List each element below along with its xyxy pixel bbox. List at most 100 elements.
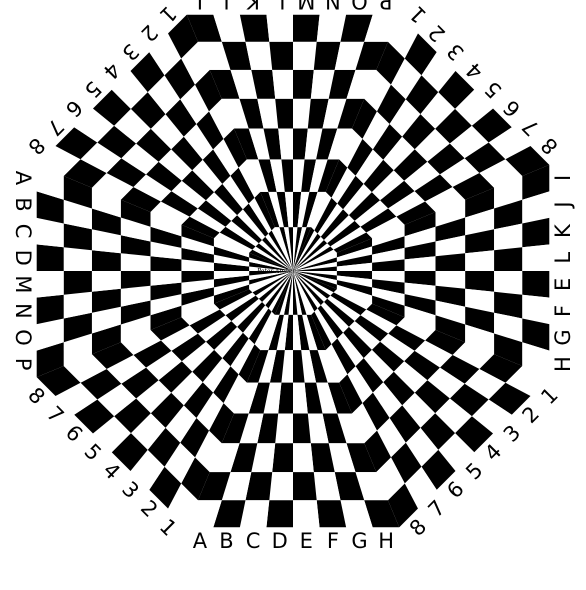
board-square[interactable] xyxy=(249,257,293,271)
board-square[interactable] xyxy=(372,124,403,160)
board-square[interactable] xyxy=(150,317,190,341)
board-square[interactable] xyxy=(181,170,215,201)
board-square[interactable] xyxy=(320,302,349,333)
board-square[interactable] xyxy=(55,127,98,160)
board-square[interactable] xyxy=(317,305,344,339)
board-square[interactable] xyxy=(202,149,231,184)
board-square[interactable] xyxy=(254,311,275,351)
board-square[interactable] xyxy=(336,246,373,262)
board-square[interactable] xyxy=(249,249,293,271)
board-square[interactable] xyxy=(355,358,384,393)
board-square[interactable] xyxy=(324,298,355,327)
board-square[interactable] xyxy=(372,236,405,255)
board-square[interactable] xyxy=(120,271,151,289)
board-square[interactable] xyxy=(388,483,419,528)
board-square[interactable] xyxy=(249,271,293,285)
board-square[interactable] xyxy=(297,191,310,228)
board-square[interactable] xyxy=(310,443,335,473)
board-square[interactable] xyxy=(149,33,182,76)
board-square[interactable] xyxy=(311,191,332,231)
board-square[interactable] xyxy=(181,271,214,283)
board-square[interactable] xyxy=(334,472,365,501)
board-square[interactable] xyxy=(230,338,255,375)
board-square[interactable] xyxy=(314,308,338,345)
board-square[interactable] xyxy=(136,128,172,162)
board-square[interactable] xyxy=(120,217,151,242)
board-square[interactable] xyxy=(293,98,311,129)
board-square[interactable] xyxy=(225,220,259,247)
board-square[interactable] xyxy=(293,271,337,276)
board-square[interactable] xyxy=(133,174,172,202)
board-square[interactable] xyxy=(293,233,321,271)
board-square[interactable] xyxy=(150,114,184,150)
board-square[interactable] xyxy=(150,294,182,316)
board-square[interactable] xyxy=(404,241,436,260)
board-square[interactable] xyxy=(404,466,437,509)
board-square[interactable] xyxy=(522,191,550,224)
board-square[interactable] xyxy=(494,312,523,343)
board-square[interactable] xyxy=(372,295,405,318)
board-square[interactable] xyxy=(181,457,210,501)
board-square[interactable] xyxy=(293,240,328,271)
board-square[interactable] xyxy=(219,292,256,316)
board-square[interactable] xyxy=(230,167,255,204)
board-square[interactable] xyxy=(404,294,436,316)
board-square[interactable] xyxy=(355,149,384,184)
board-square[interactable] xyxy=(221,41,252,70)
board-square[interactable] xyxy=(465,229,495,254)
board-square[interactable] xyxy=(222,175,249,210)
board-square[interactable] xyxy=(293,128,308,160)
board-square[interactable] xyxy=(465,288,495,313)
board-square[interactable] xyxy=(452,342,495,369)
board-square[interactable] xyxy=(246,159,269,192)
board-square[interactable] xyxy=(239,500,270,528)
board-square[interactable] xyxy=(114,108,151,144)
board-square[interactable] xyxy=(239,14,270,42)
board-square[interactable] xyxy=(293,382,308,414)
board-square[interactable] xyxy=(279,271,293,315)
board-square[interactable] xyxy=(205,192,238,221)
board-square[interactable] xyxy=(91,271,121,292)
board-square[interactable] xyxy=(494,247,523,271)
board-square[interactable] xyxy=(471,399,513,434)
board-square[interactable] xyxy=(149,466,182,509)
board-square[interactable] xyxy=(327,128,352,160)
board-square[interactable] xyxy=(383,136,415,171)
board-square[interactable] xyxy=(171,371,203,406)
board-square[interactable] xyxy=(435,108,472,144)
board-square[interactable] xyxy=(293,271,298,315)
board-square[interactable] xyxy=(120,315,151,343)
board-square[interactable] xyxy=(180,84,209,124)
board-square[interactable] xyxy=(164,442,196,484)
board-square[interactable] xyxy=(347,138,373,176)
board-square[interactable] xyxy=(322,98,347,129)
board-square[interactable] xyxy=(133,340,172,368)
board-square[interactable] xyxy=(136,380,172,414)
board-square[interactable] xyxy=(181,295,214,318)
board-square[interactable] xyxy=(91,306,121,334)
board-square[interactable] xyxy=(364,14,400,42)
board-square[interactable] xyxy=(213,271,250,280)
board-square[interactable] xyxy=(237,302,266,333)
board-square[interactable] xyxy=(257,98,279,129)
board-square[interactable] xyxy=(36,294,64,325)
board-square[interactable] xyxy=(449,125,489,159)
board-square[interactable] xyxy=(111,70,148,109)
board-square[interactable] xyxy=(248,308,272,345)
board-square[interactable] xyxy=(36,191,64,224)
board-square[interactable] xyxy=(189,309,226,334)
board-square[interactable] xyxy=(147,75,181,115)
board-square[interactable] xyxy=(339,128,363,168)
board-square[interactable] xyxy=(293,271,324,306)
board-square[interactable] xyxy=(274,227,293,271)
board-square[interactable] xyxy=(171,180,206,209)
board-square[interactable] xyxy=(147,427,181,467)
board-square[interactable] xyxy=(36,366,81,397)
board-square[interactable] xyxy=(120,187,161,212)
board-square[interactable] xyxy=(362,111,390,150)
board-square[interactable] xyxy=(223,128,247,168)
board-square[interactable] xyxy=(91,229,121,254)
board-square[interactable] xyxy=(336,262,373,271)
board-square[interactable] xyxy=(186,500,222,528)
board-square[interactable] xyxy=(121,143,159,175)
